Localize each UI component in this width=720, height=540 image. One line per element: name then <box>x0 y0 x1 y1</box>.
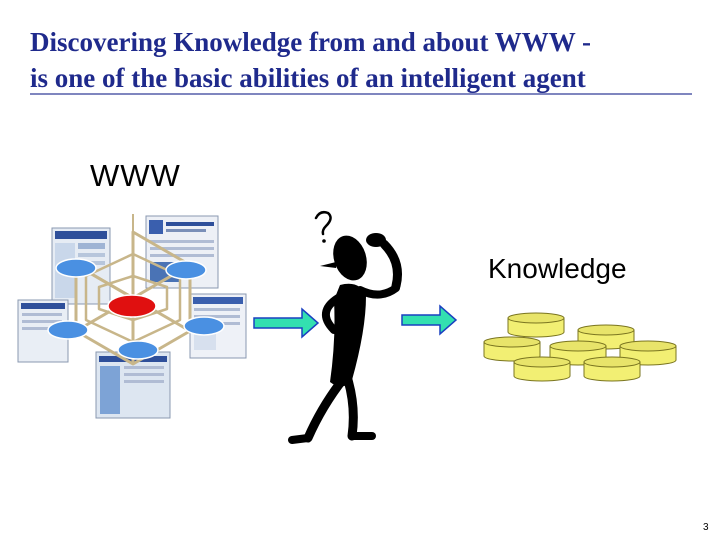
arrow-right-icon <box>253 307 320 339</box>
title-underline <box>30 93 692 95</box>
thinking-stick-figure-icon <box>288 210 402 444</box>
database-cylinder <box>583 356 641 382</box>
slide-title-line-1: Discovering Knowledge from and about WWW… <box>30 27 592 57</box>
www-label: WWW <box>90 158 181 193</box>
web-node <box>165 260 207 280</box>
database-cylinder <box>513 356 571 382</box>
arrow-right-icon <box>401 304 458 336</box>
web-node <box>117 340 159 360</box>
web-node <box>47 320 89 340</box>
database-cylinder <box>507 312 565 338</box>
web-node <box>55 258 97 278</box>
www-web-collage <box>17 214 247 419</box>
web-node <box>183 316 225 336</box>
database-cylinders-icon <box>483 312 677 382</box>
knowledge-label: Knowledge <box>488 253 627 284</box>
web-nodes <box>47 258 225 360</box>
slide-title-line-2: is one of the basic abilities of an inte… <box>30 63 586 93</box>
web-center-node <box>107 294 157 318</box>
page-number: 3 <box>703 522 709 533</box>
